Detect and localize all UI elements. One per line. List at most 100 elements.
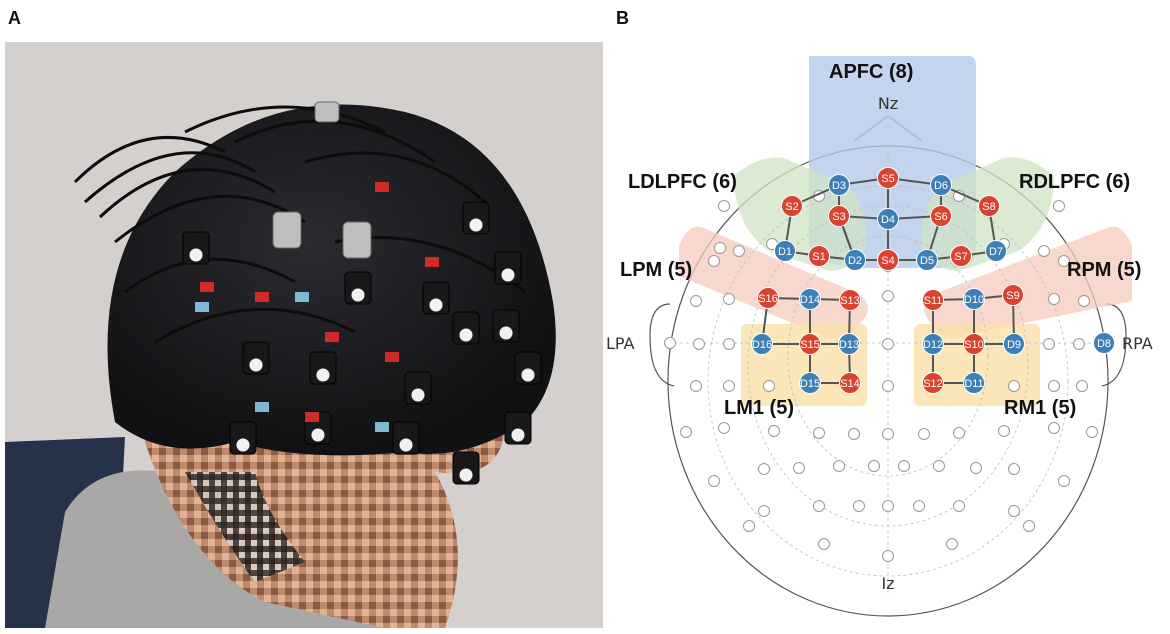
region-label-rm1: RM1 (5) [1004,397,1076,419]
reference-position [758,505,770,517]
optode-d12: D12 [922,333,944,355]
source-marker [963,333,985,355]
detector-marker [916,249,938,271]
reference-position [743,520,755,532]
optode-d10: D10 [963,288,985,310]
optode-d5: D5 [916,249,938,271]
optode-d3: D3 [828,174,850,196]
reference-position [1073,338,1085,350]
detector-marker [799,372,821,394]
reference-position [813,427,825,439]
region-label-rdlpfc: RDLPFC (6) [1019,171,1130,193]
region-label-lm1: LM1 (5) [724,397,794,419]
source-marker [839,289,861,311]
optode-label: S4 [881,255,894,267]
region-lpm-area [679,226,868,337]
cap-clips [195,182,439,432]
optode-s14: S14 [839,372,861,394]
reference-position [1023,520,1035,532]
optode-s9: S9 [1002,284,1024,306]
optode-label: S10 [964,339,984,351]
optode-label: S8 [982,201,995,213]
landmark-iz: Iz [881,574,894,593]
optode-d9: D9 [1003,333,1025,355]
optode-d2: D2 [844,249,866,271]
optode-label: D10 [964,294,984,306]
optode-label: S2 [785,201,798,213]
reference-position [882,338,894,350]
optode-label: D16 [752,339,772,351]
reference-position [708,255,720,267]
optode-s8: S8 [978,195,1000,217]
optode-label: D11 [964,378,983,390]
optode-s13: S13 [839,289,861,311]
optode-d1: D1 [774,240,796,262]
reference-position [1078,295,1090,307]
source-marker [781,195,803,217]
optode-d16: D16 [751,333,773,355]
detector-marker [751,333,773,355]
optode-s5: S5 [877,167,899,189]
reference-position [998,425,1010,437]
landmark-lpa: LPA [606,334,635,353]
optode-label: D15 [800,378,820,390]
reference-position [718,200,730,212]
reference-position [708,475,720,487]
detector-marker [963,372,985,394]
region-label-ldlpfc: LDLPFC (6) [628,171,737,193]
reference-position [1038,245,1050,257]
reference-position [1008,380,1020,392]
reference-position [664,337,676,349]
source-marker [799,333,821,355]
reference-position [882,500,894,512]
reference-position [1058,475,1070,487]
reference-position [763,380,775,392]
reference-position [793,462,805,474]
optode-s10: S10 [963,333,985,355]
reference-position [818,538,830,550]
optode-label: D5 [920,255,934,267]
optode-label: D9 [1007,339,1021,351]
optode-label: S3 [832,211,845,223]
reference-position [918,428,930,440]
optode-s11: S11 [922,289,944,311]
optode-label: S1 [812,251,825,263]
reference-position [690,295,702,307]
optode-s6: S6 [930,205,952,227]
landmark-rpa: RPA [1122,334,1153,353]
reference-position [1048,380,1060,392]
detector-marker [877,208,899,230]
optode-d8: D8 [1093,332,1115,354]
reference-position [882,550,894,562]
reference-position [882,428,894,440]
optode-s1: S1 [808,245,830,267]
optode-d6: D6 [930,174,952,196]
optode-label: D1 [778,246,792,258]
source-marker [1002,284,1024,306]
reference-position [680,426,692,438]
optode-d7: D7 [985,240,1007,262]
reference-position [970,462,982,474]
reference-position [723,380,735,392]
source-marker [877,249,899,271]
reference-position [848,428,860,440]
reference-position [723,293,735,305]
optode-s2: S2 [781,195,803,217]
optode-label: D4 [881,214,895,226]
reference-position [690,380,702,392]
detector-marker [985,240,1007,262]
region-label-rpm: RPM (5) [1067,259,1141,281]
detector-marker [1003,333,1025,355]
reference-position [946,538,958,550]
optode-s4: S4 [877,249,899,271]
optode-label: D12 [923,339,943,351]
reference-position [1048,293,1060,305]
region-label-apfc: APFC (8) [829,61,913,83]
optode-label: D7 [989,246,1003,258]
detector-marker [930,174,952,196]
optode-label: S15 [800,339,820,351]
reference-position [813,500,825,512]
reference-position [882,290,894,302]
optode-d13: D13 [838,333,860,355]
